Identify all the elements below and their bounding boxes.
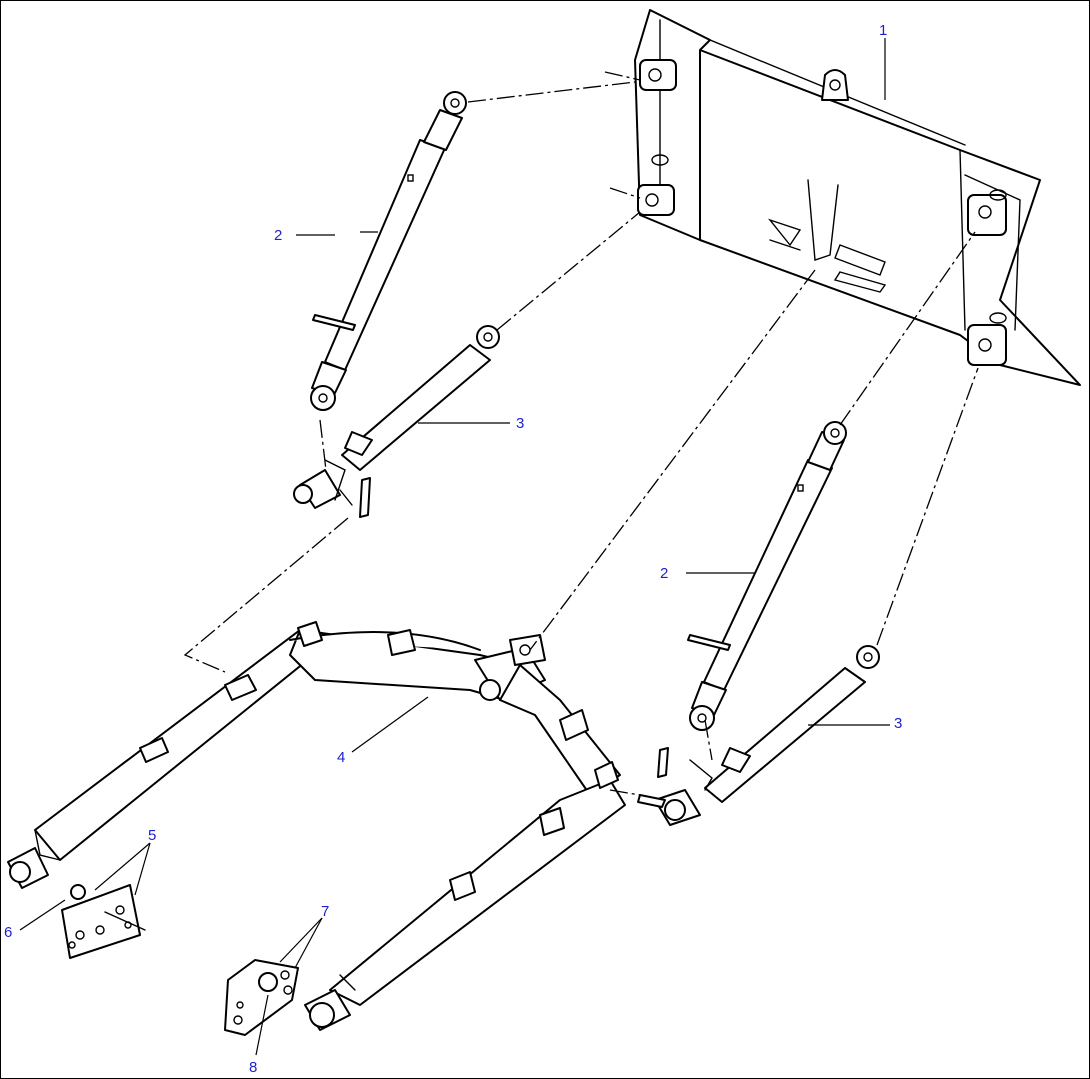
trunnion-plate-right[interactable] (224, 959, 299, 1036)
lift-cylinder-right[interactable] (687, 421, 847, 731)
callout-3-right: 3 (894, 715, 902, 732)
assembly-lines (183, 71, 979, 796)
lift-cylinder-left[interactable] (310, 91, 467, 411)
leader-lines (19, 38, 890, 1056)
callout-3-left: 3 (516, 415, 524, 432)
brace-arm-left[interactable] (293, 325, 500, 518)
callout-2-left: 2 (274, 227, 282, 244)
push-frame[interactable] (7, 621, 626, 1031)
callout-labels: 1 2 2 3 3 4 5 6 7 8 (4, 22, 902, 1076)
brace-arm-right[interactable] (637, 645, 880, 826)
callout-2-right: 2 (660, 565, 668, 582)
callout-7: 7 (321, 903, 329, 920)
callout-6: 6 (4, 924, 12, 941)
callout-8: 8 (249, 1059, 257, 1076)
callout-1: 1 (879, 22, 887, 39)
trunnion-plate-left[interactable] (61, 884, 146, 959)
dozer-blade[interactable] (634, 9, 1081, 386)
callout-5: 5 (148, 827, 156, 844)
callout-4: 4 (337, 749, 345, 766)
